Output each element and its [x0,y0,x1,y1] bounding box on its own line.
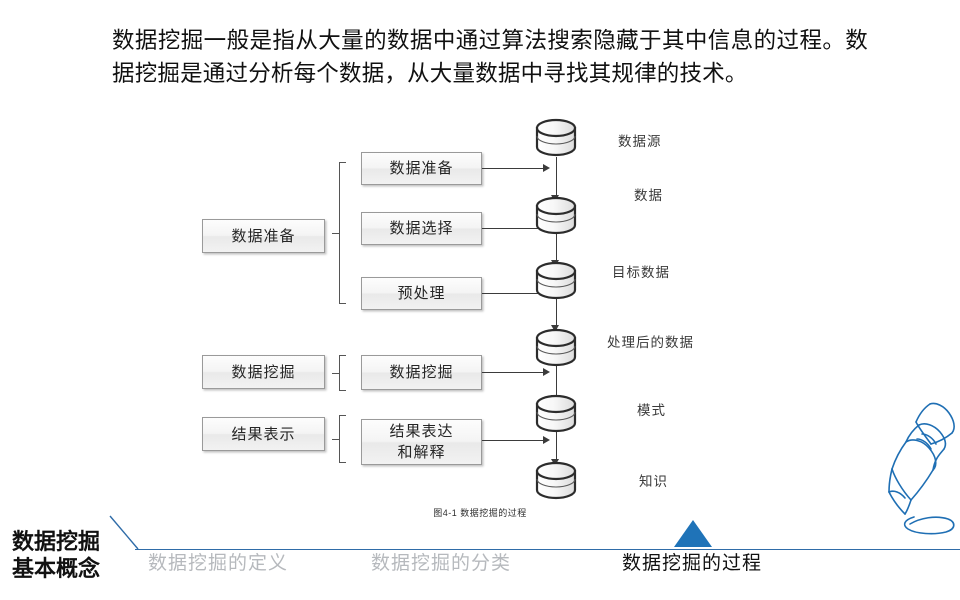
figure-caption: 图4-1 数据挖掘的过程 [433,508,527,518]
connector-line [482,168,543,169]
brace-data-preparation [332,162,347,304]
data-node-label-target-data: 目标数据 [612,265,670,280]
database-cylinder-icon [534,117,578,159]
footer-rule [135,549,960,550]
step-box-data-preparation[interactable]: 数据准备 [361,152,482,185]
deck-title-line2: 基本概念 [12,556,101,581]
step-box-data-selection[interactable]: 数据选择 [361,212,482,245]
deck-title: 数据挖掘 基本概念 [12,528,132,582]
flow-arrow [551,325,559,332]
step-box-label: 预处理 [397,285,446,302]
data-node-label-data: 数据 [634,188,663,203]
nav-item-process[interactable]: 数据挖掘的过程 [622,553,763,574]
step-box-label: 数据准备 [389,160,454,177]
step-box-label: 数据选择 [389,220,454,237]
flow-line [556,362,557,400]
step-box-label: 数据挖掘 [389,364,454,381]
pen-sketch-icon [888,402,955,535]
data-node-label-processed-data: 处理后的数据 [607,335,694,350]
connector-arrow [543,164,550,172]
flow-line [556,428,557,464]
stage-box-label: 数据准备 [231,227,296,245]
stage-box-label: 结果表示 [231,425,296,443]
connector-line [482,440,543,441]
connector-line [482,228,543,229]
active-tab-marker-icon [674,520,712,547]
footer-diagonal-rule [109,515,139,550]
nav-item-definition[interactable]: 数据挖掘的定义 [148,553,289,574]
flow-line [556,287,557,330]
brace-result-presentation [332,415,347,463]
brace-data-mining [332,355,347,391]
database-cylinder-icon [534,393,578,435]
connector-arrow [543,368,550,376]
step-box-label-line1: 结果表达 [389,423,454,440]
step-box-data-mining[interactable]: 数据挖掘 [361,355,482,390]
data-node-label-source: 数据源 [618,134,662,149]
database-cylinder-icon [534,195,578,237]
stage-box-data-mining[interactable]: 数据挖掘 [202,355,325,389]
database-cylinder-icon [534,260,578,302]
nav-item-classification[interactable]: 数据挖掘的分类 [371,553,512,574]
step-box-label-line2: 和解释 [397,444,446,461]
data-node-label-pattern: 模式 [637,403,666,418]
flow-line [556,222,557,265]
flow-line [556,157,557,200]
stage-box-data-preparation[interactable]: 数据准备 [202,219,325,253]
database-cylinder-icon [534,460,578,502]
stage-box-label: 数据挖掘 [231,363,296,381]
deck-title-line1: 数据挖掘 [12,529,101,554]
connector-arrow [543,436,550,444]
database-cylinder-icon [534,327,578,369]
connector-line [482,293,543,294]
step-box-preprocessing[interactable]: 预处理 [361,277,482,310]
connector-line [482,372,543,373]
page-title: 数据挖掘一般是指从大量的数据中通过算法搜索隐藏于其中信息的过程。数据挖掘是通过分… [112,28,868,86]
data-node-label-knowledge: 知识 [639,474,668,489]
step-box-result-expression[interactable]: 结果表达 和解释 [361,419,482,465]
stage-box-result-presentation[interactable]: 结果表示 [202,417,325,451]
